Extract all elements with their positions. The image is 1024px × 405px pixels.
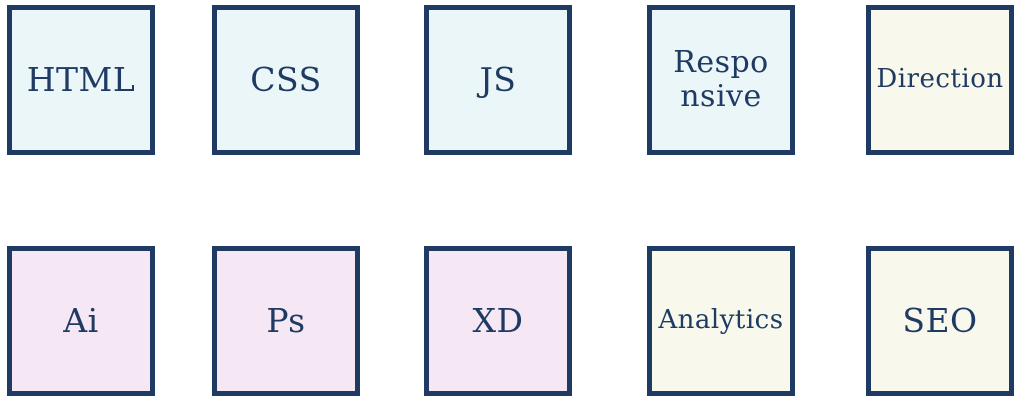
skill-label: Analytics xyxy=(658,305,784,336)
skill-label: XD xyxy=(472,301,524,341)
skill-tile-ai: Ai xyxy=(7,246,155,396)
skill-tile-responsive: Responsive xyxy=(647,5,795,155)
skill-label: HTML xyxy=(26,60,136,100)
skill-tile-analytics: Analytics xyxy=(647,246,795,396)
skill-tile-xd: XD xyxy=(424,246,572,396)
skill-tile-css: CSS xyxy=(212,5,360,155)
skill-tile-ps: Ps xyxy=(212,246,360,396)
skill-label: CSS xyxy=(250,60,322,100)
skill-label: Ai xyxy=(63,301,99,341)
skill-label: Direction xyxy=(876,64,1004,95)
skill-tile-js: JS xyxy=(424,5,572,155)
skill-label: JS xyxy=(479,60,517,100)
skill-tile-html: HTML xyxy=(7,5,155,155)
skill-tile-direction: Direction xyxy=(866,5,1014,155)
skill-label: Responsive xyxy=(673,44,769,114)
skill-label: SEO xyxy=(902,301,978,341)
skill-label: Ps xyxy=(266,301,306,341)
skill-tile-seo: SEO xyxy=(866,246,1014,396)
